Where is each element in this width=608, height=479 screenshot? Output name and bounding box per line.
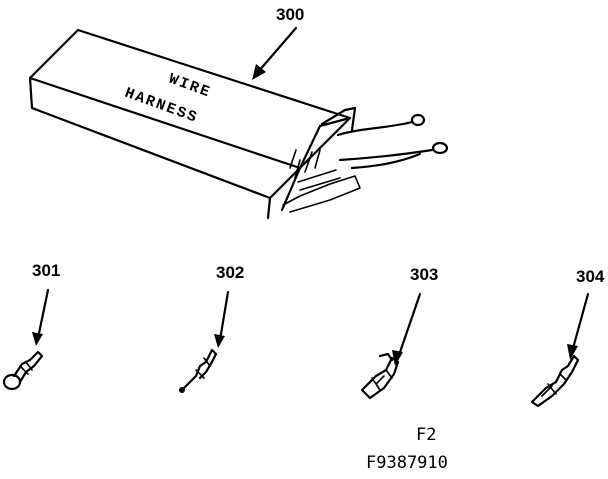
- callout-arrow-301: [32, 288, 50, 346]
- callout-arrow-304: [567, 292, 590, 360]
- part-number-301: 301: [32, 261, 60, 280]
- diagram-code: F9387910: [366, 453, 448, 473]
- wire-harness-box: [28, 28, 449, 220]
- callout-arrow-300: [252, 26, 298, 80]
- callout-arrow-303: [392, 292, 422, 366]
- box-label-wire: WIRE: [166, 71, 213, 102]
- terminal-304: [530, 354, 580, 408]
- terminal-301: [2, 350, 44, 391]
- figure-label: F2: [416, 425, 436, 445]
- part-number-300: 300: [276, 5, 304, 24]
- terminal-303: [360, 352, 400, 400]
- callout-arrow-302: [214, 290, 230, 348]
- part-number-303: 303: [410, 265, 438, 284]
- part-number-304: 304: [576, 267, 605, 286]
- part-number-302: 302: [216, 263, 244, 282]
- terminal-302: [179, 348, 218, 393]
